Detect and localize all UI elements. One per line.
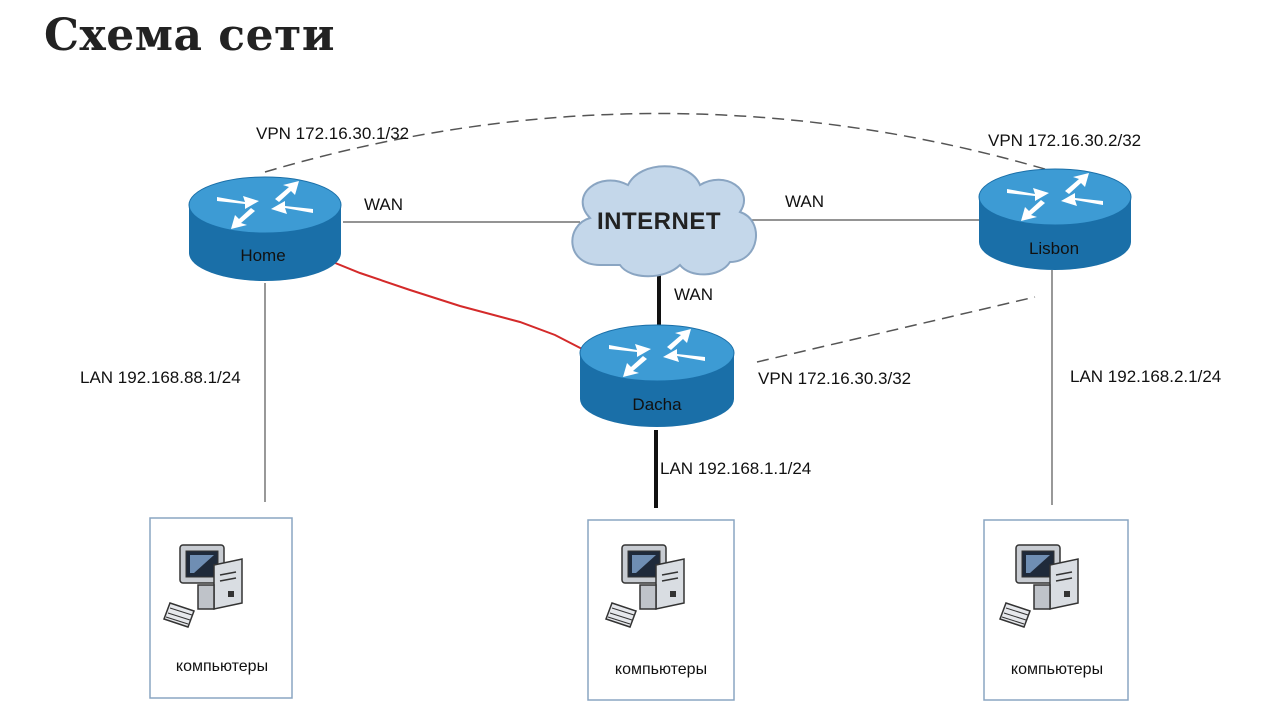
computers-lisbon-label: компьютеры	[1011, 661, 1103, 678]
lan-home-label: LAN 192.168.88.1/24	[80, 368, 241, 387]
wan-lisbon-label: WAN	[785, 192, 824, 211]
computers-dacha-label: компьютеры	[615, 661, 707, 678]
vpn-link-dacha-lisbon	[756, 296, 1036, 363]
computers-dacha: компьютеры	[587, 519, 735, 701]
lan-lisbon-label: LAN 192.168.2.1/24	[1070, 367, 1221, 386]
vpn-link-home-lisbon	[264, 112, 1056, 173]
wan-dacha-label: WAN	[674, 285, 713, 304]
router-dacha-name: Dacha	[632, 395, 682, 414]
computers-home: компьютеры	[149, 517, 293, 699]
router-lisbon-name: Lisbon	[1029, 239, 1079, 258]
vpn-lisbon-label: VPN 172.16.30.2/32	[988, 131, 1141, 150]
direct-link-home-dacha	[317, 255, 589, 353]
vpn-home-label: VPN 172.16.30.1/32	[256, 124, 409, 143]
router-home	[188, 176, 342, 281]
internet-cloud: INTERNET	[571, 165, 757, 278]
router-home-name: Home	[240, 246, 285, 265]
computers-lisbon: компьютеры	[983, 519, 1129, 701]
page-title: Схема сети	[44, 10, 335, 61]
wan-home-label: WAN	[364, 195, 403, 214]
router-lisbon	[978, 168, 1132, 270]
internet-label: INTERNET	[597, 208, 721, 235]
vpn-dacha-label: VPN 172.16.30.3/32	[758, 369, 911, 388]
computers-home-label: компьютеры	[176, 658, 268, 675]
router-dacha	[579, 324, 735, 427]
lan-dacha-label: LAN 192.168.1.1/24	[660, 459, 811, 478]
